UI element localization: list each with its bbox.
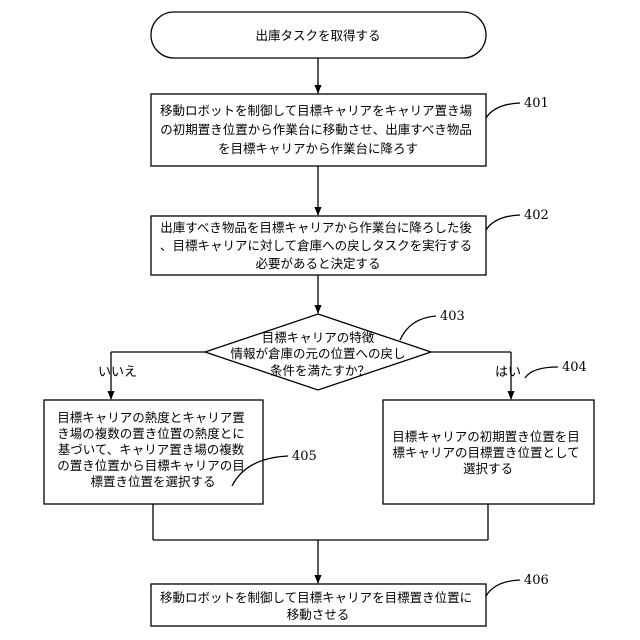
- step-401: 移動ロボットを制御して目標キャリアをキャリア置き場 の初期置き位置から作業台に移…: [151, 94, 549, 166]
- decision-403: 目標キャリアの特徴 情報が倉庫の元の位置への戻し 条件を満たすか？ 403: [205, 309, 465, 390]
- step-406-line: 移動ロボットを制御して目標キャリアを目標置き位置に: [160, 590, 472, 605]
- step-406: 移動ロボットを制御して目標キャリアを目標置き位置に 移動させる 406: [151, 573, 549, 626]
- step-406-line: 移動させる: [287, 607, 350, 622]
- decision-403-line: 目標キャリアの特徴: [262, 330, 375, 345]
- step-401-line: 移動ロボットを制御して目標キャリアをキャリア置き場: [160, 103, 472, 118]
- start-text: 出庫タスクを取得する: [255, 28, 380, 43]
- step-404-line: 選択する: [463, 461, 513, 476]
- step-404-line: 標キャリアの目標置き位置として: [392, 445, 579, 460]
- ref-402-label: 402: [524, 208, 549, 223]
- start-line: 出庫タスクを取得する: [255, 28, 380, 43]
- ref-401-leader: [486, 103, 520, 118]
- step-404-line: 目標キャリアの初期置き位置を目: [392, 429, 580, 444]
- ref-404-label: 404: [562, 360, 587, 375]
- step-405: 目標キャリアの熱度とキャリア置 き場の複数の置き位置の熱度とに 基づいて、キャリ…: [44, 400, 317, 504]
- start-terminal: 出庫タスクを取得する: [151, 12, 486, 58]
- decision-403-line: 条件を満たすか？: [270, 363, 370, 378]
- step-402-line: 、目標キャリアに対して倉庫への戻しタスクを実行する: [160, 238, 472, 253]
- step-402-line: 出庫すべき物品を目標キャリアから作業台に降ろした後: [160, 220, 472, 235]
- step-405-line: 標置き位置を選択する: [90, 474, 215, 489]
- ref-403-leader: [400, 316, 436, 340]
- ref-402-leader: [486, 215, 520, 230]
- step-402-line: 必要があると決定する: [255, 256, 380, 271]
- ref-401-label: 401: [524, 96, 549, 111]
- branch-no-label: いいえ: [98, 365, 137, 380]
- step-405-line: 目標キャリアの熱度とキャリア置: [57, 410, 245, 425]
- ref-406-leader: [486, 580, 520, 596]
- step-405-line: き場の複数の置き位置の熱度とに: [57, 426, 245, 441]
- ref-404-leader: [525, 367, 558, 378]
- step-401-line: を目標キャリアから作業台に降ろす: [218, 141, 418, 156]
- step-401-line: の初期置き位置から作業台に移動させ、出庫すべき物品: [160, 122, 472, 137]
- ref-406-label: 406: [524, 573, 549, 588]
- step-405-line: 基づいて、キャリア置き場の複数: [58, 442, 245, 457]
- step-404: 目標キャリアの初期置き位置を目 標キャリアの目標置き位置として 選択する 404: [383, 360, 594, 504]
- step-402: 出庫すべき物品を目標キャリアから作業台に降ろした後 、目標キャリアに対して倉庫へ…: [151, 208, 549, 275]
- decision-403-line: 情報が倉庫の元の位置への戻し: [231, 346, 406, 361]
- ref-405-label: 405: [292, 449, 317, 464]
- ref-403-label: 403: [440, 309, 465, 324]
- step-405-line: の置き位置から目標キャリアの目: [57, 458, 245, 473]
- branch-yes-label: はい: [495, 365, 521, 380]
